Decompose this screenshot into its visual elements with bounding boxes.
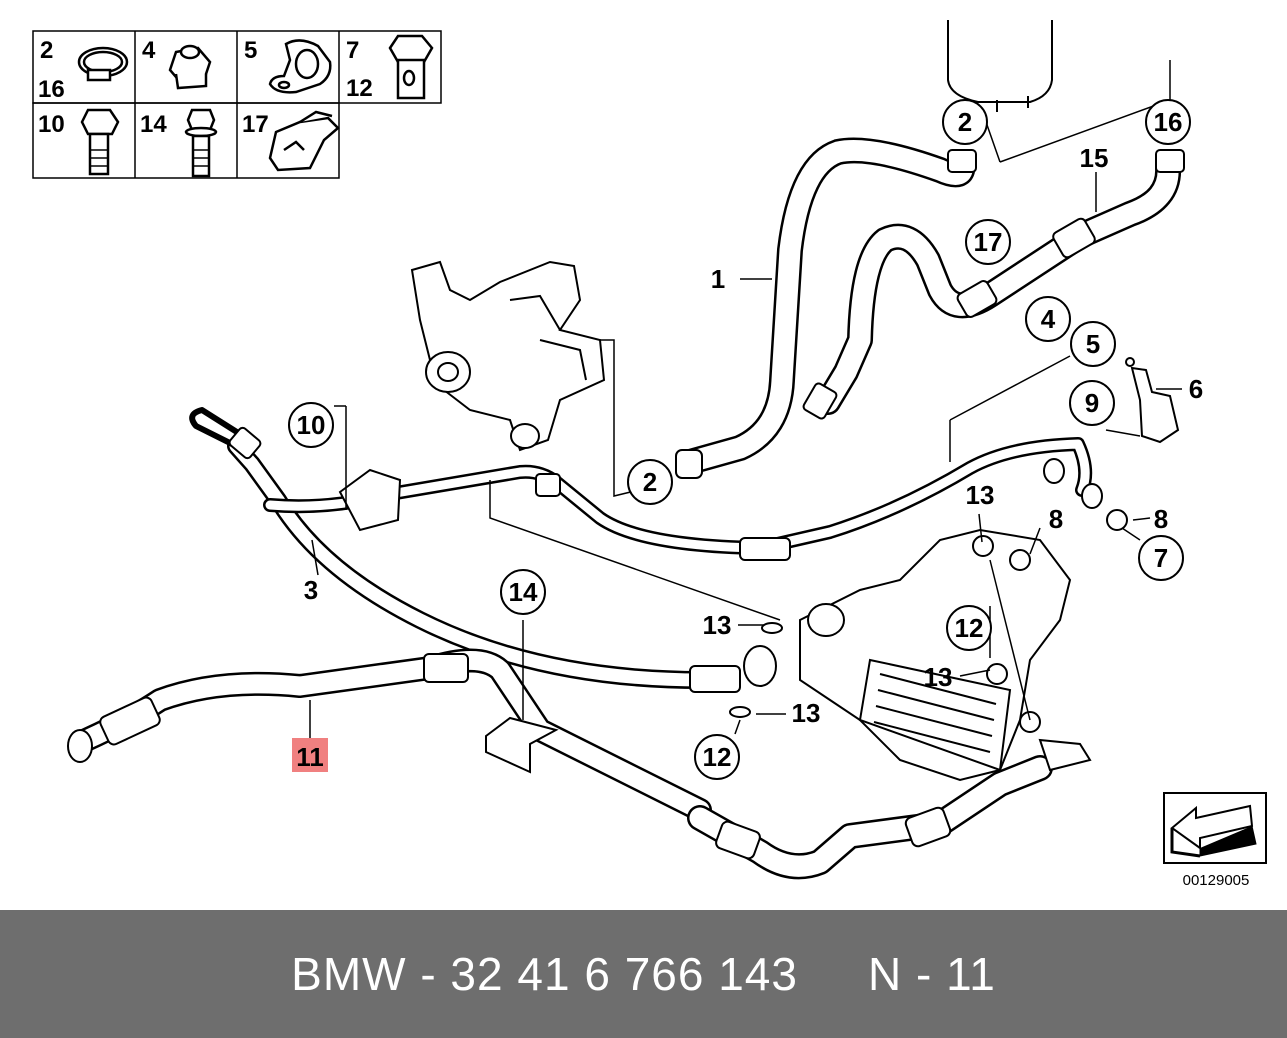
callout-5: 5 bbox=[1070, 321, 1116, 367]
callout-12-lower: 12 bbox=[694, 734, 740, 780]
legend-label: 12 bbox=[346, 75, 373, 102]
legend-label: 7 bbox=[346, 37, 359, 64]
part-number-footer: BMW - 32 41 6 766 143 N - 11 bbox=[0, 910, 1287, 1038]
callout-17: 17 bbox=[965, 219, 1011, 265]
callout-label: 11 bbox=[296, 742, 324, 772]
callout-label: 9 bbox=[1085, 388, 1099, 418]
legend-cell-17: 17 bbox=[242, 110, 340, 172]
legend-cell-4: 4 bbox=[142, 37, 212, 90]
direction-arrow-icon bbox=[1170, 804, 1254, 850]
legend-label: 4 bbox=[142, 37, 156, 64]
callout-label: 15 bbox=[1080, 143, 1109, 173]
callout-label: 13 bbox=[924, 662, 953, 692]
callout-15: 15 bbox=[1080, 143, 1109, 173]
callout-label: 2 bbox=[958, 107, 972, 137]
callout-label: 13 bbox=[966, 480, 995, 510]
callout-10: 10 bbox=[288, 402, 334, 448]
callout-4: 4 bbox=[1025, 296, 1071, 342]
hose-bracket bbox=[338, 468, 559, 774]
hose-fittings bbox=[67, 149, 1185, 860]
legend-label: 14 bbox=[140, 111, 167, 138]
callout-11-highlighted[interactable]: 11 bbox=[292, 738, 328, 772]
callout-2-top: 2 bbox=[942, 99, 988, 145]
legend-cell-7-12: 7 12 bbox=[346, 34, 434, 102]
callout-13-upper: 13 bbox=[966, 480, 995, 510]
callout-label: 13 bbox=[792, 698, 821, 728]
legend-label: 5 bbox=[244, 37, 257, 64]
callout-13-rack: 13 bbox=[924, 662, 953, 692]
callout-label: 1 bbox=[711, 264, 725, 294]
legend-label: 16 bbox=[38, 76, 65, 103]
collar-nut-icon bbox=[168, 44, 212, 90]
callout-label: 12 bbox=[955, 613, 984, 643]
orientation-arrow-box bbox=[1163, 792, 1267, 864]
callout-13-lower: 13 bbox=[792, 698, 821, 728]
callout-label: 8 bbox=[1154, 504, 1168, 534]
callout-1: 1 bbox=[711, 264, 725, 294]
hose-set bbox=[74, 137, 1182, 880]
callout-label: 14 bbox=[509, 577, 538, 607]
flange-bolt-icon bbox=[184, 108, 218, 178]
callout-label: 5 bbox=[1086, 329, 1100, 359]
legend-label: 17 bbox=[242, 111, 269, 138]
retaining-clip-icon bbox=[268, 110, 340, 172]
callout-reference-text: N - 11 bbox=[867, 948, 996, 1000]
callout-label: 2 bbox=[643, 467, 657, 497]
diagram-code: 00129005 bbox=[1183, 872, 1250, 889]
legend-label: 2 bbox=[40, 37, 53, 64]
legend-label: 10 bbox=[38, 111, 65, 138]
callout-label: 3 bbox=[304, 575, 318, 605]
bracket-part-6 bbox=[1125, 357, 1180, 444]
power-steering-hose-diagram: 2 16 4 5 7 12 10 bbox=[32, 20, 1267, 889]
callout-label: 10 bbox=[297, 410, 326, 440]
callout-label: 17 bbox=[974, 227, 1003, 257]
callout-2-mid: 2 bbox=[627, 459, 673, 505]
callout-13-mid: 13 bbox=[703, 610, 732, 640]
legend-cell-14: 14 bbox=[140, 108, 218, 178]
steering-pump bbox=[410, 260, 606, 452]
callout-8-left: 8 bbox=[1049, 504, 1063, 534]
callout-7: 7 bbox=[1138, 535, 1184, 581]
callout-label: 12 bbox=[703, 742, 732, 772]
callout-label: 16 bbox=[1154, 107, 1183, 137]
callout-16: 16 bbox=[1145, 99, 1191, 145]
pipe-clip-icon bbox=[268, 39, 332, 94]
seal-rings bbox=[729, 458, 1128, 733]
callout-14: 14 bbox=[500, 569, 546, 615]
fluid-reservoir bbox=[947, 20, 1053, 112]
callout-label: 6 bbox=[1189, 374, 1203, 404]
banjo-bolt-icon bbox=[388, 34, 434, 100]
hose-clamp-icon bbox=[77, 46, 129, 82]
callout-label: 13 bbox=[703, 610, 732, 640]
hex-bolt-icon bbox=[80, 108, 120, 176]
callout-8-right: 8 bbox=[1154, 504, 1168, 534]
legend-cell-5: 5 bbox=[244, 37, 332, 94]
legend-cell-2-16: 2 16 bbox=[38, 37, 129, 103]
callout-label: 7 bbox=[1154, 543, 1168, 573]
callout-12-right: 12 bbox=[946, 605, 992, 651]
legend-cell-10: 10 bbox=[38, 108, 120, 176]
callout-label: 4 bbox=[1041, 304, 1056, 334]
callout-6: 6 bbox=[1189, 374, 1203, 404]
callout-9: 9 bbox=[1069, 380, 1115, 426]
part-number-text: BMW - 32 41 6 766 143 bbox=[291, 948, 798, 1000]
callout-label: 8 bbox=[1049, 504, 1063, 534]
parts-legend-table bbox=[32, 30, 442, 179]
leader-lines bbox=[309, 60, 1182, 738]
callout-3: 3 bbox=[304, 575, 318, 605]
steering-rack bbox=[799, 528, 1092, 782]
